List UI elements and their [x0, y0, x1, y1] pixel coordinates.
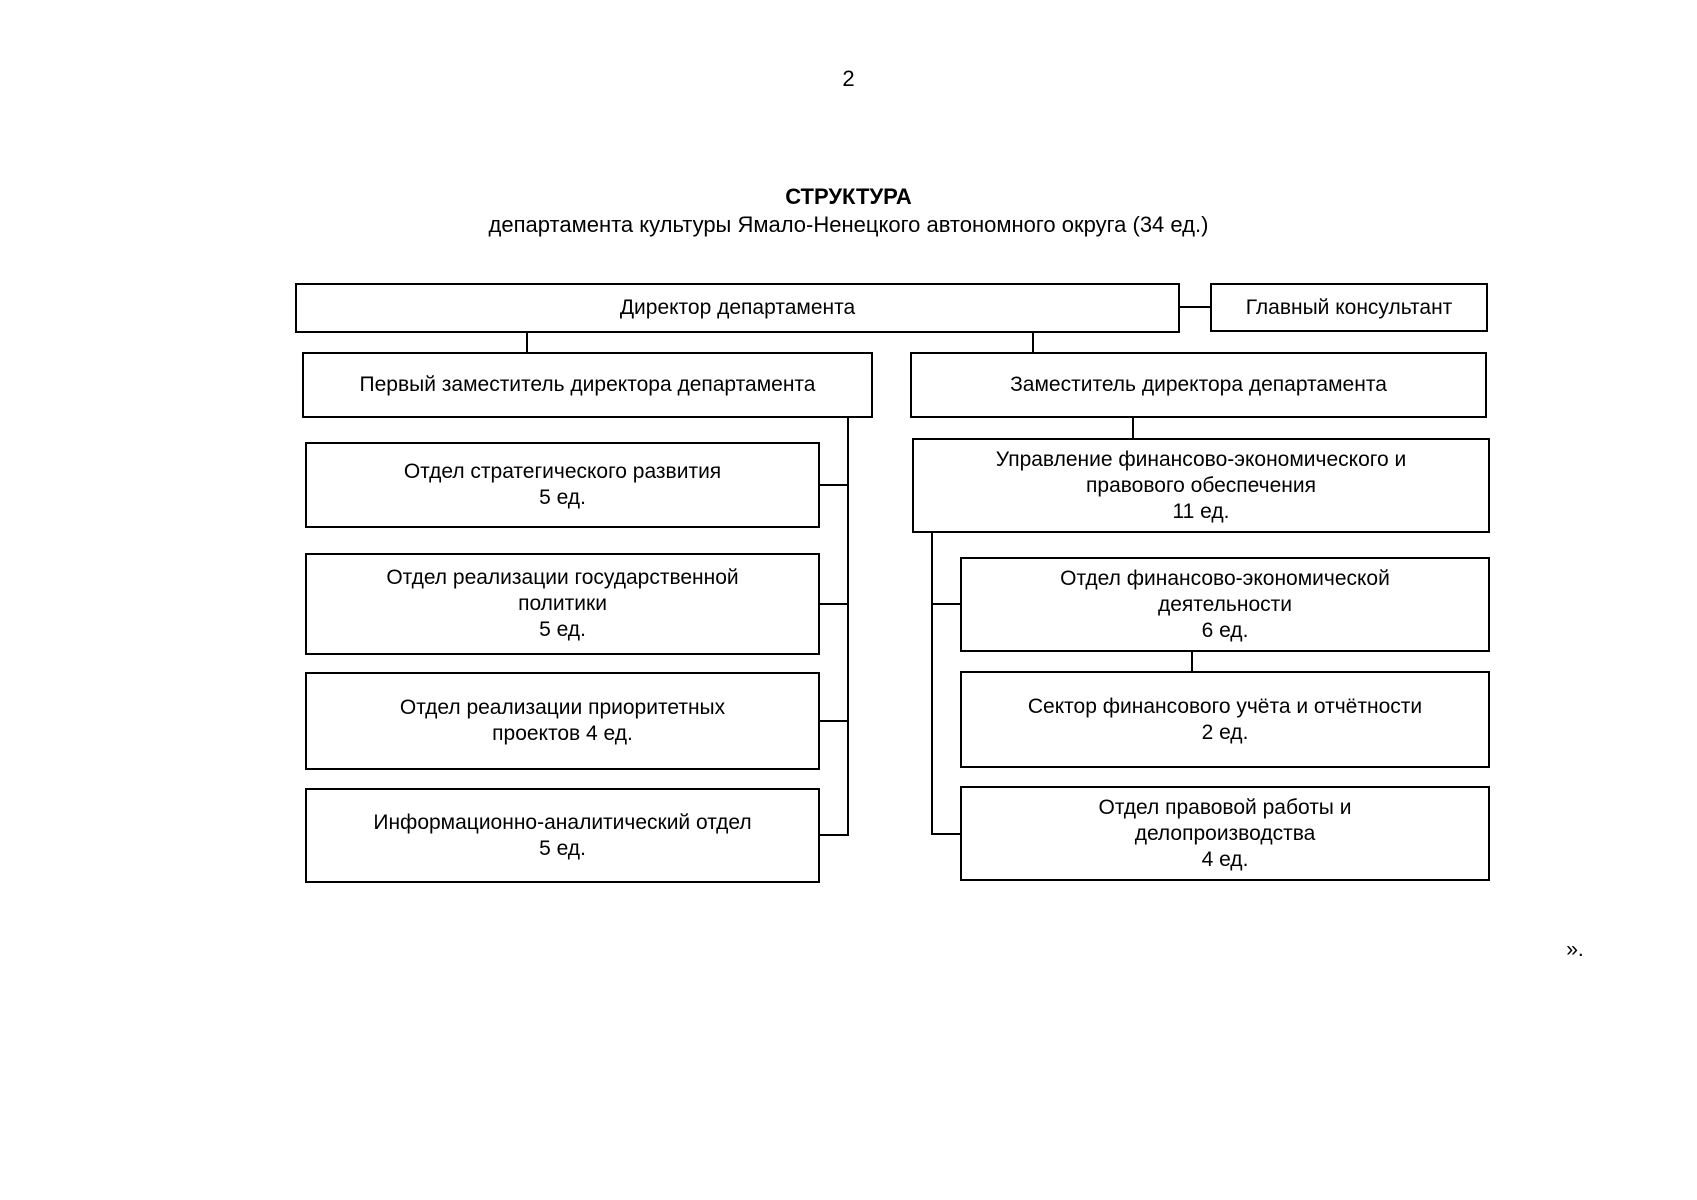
connector-stub-priority-projects: [820, 720, 847, 722]
org-box-director-label: Директор департамента: [619, 296, 856, 319]
connector-stub-legal-records-dept: [931, 833, 960, 835]
org-box-first-deputy: Первый заместитель директора департамент…: [302, 352, 873, 418]
org-box-finance-accounting-sector-label: Сектор финансового учёта и отчётности 2 …: [1027, 694, 1423, 744]
org-box-deputy-label: Заместитель директора департамента: [1010, 373, 1387, 396]
chart-title: СТРУКТУРА: [785, 184, 912, 209]
connector-finance-dept-accounting-sector: [1191, 652, 1193, 671]
org-box-state-policy-label: Отдел реализации государственной политик…: [386, 566, 739, 641]
org-box-finance-legal-directorate-label: Управление финансово-экономического и пр…: [995, 447, 1407, 523]
org-box-director: Директор департамента: [295, 283, 1180, 333]
org-box-strategic-development-label: Отдел стратегического развития 5 ед.: [403, 460, 722, 509]
org-box-information-analytics: Информационно-аналитический отдел 5 ед.: [305, 788, 820, 883]
connector-director-consultant: [1180, 306, 1210, 308]
chart-title-block: СТРУКТУРА департамента культуры Ямало-Не…: [0, 183, 1697, 239]
page-number: 2: [842, 66, 855, 91]
org-box-finance-legal-directorate: Управление финансово-экономического и пр…: [912, 438, 1490, 533]
connector-trunk-right-branch: [931, 533, 933, 835]
connector-stub-state-policy: [820, 603, 847, 605]
org-box-strategic-development: Отдел стратегического развития 5 ед.: [305, 442, 820, 528]
closing-quote-mark: ».: [1566, 938, 1584, 961]
org-box-legal-records-dept: Отдел правовой работы и делопроизводства…: [960, 786, 1490, 881]
org-box-priority-projects-label: Отдел реализации приоритетных проектов 4…: [399, 696, 726, 745]
connector-trunk-left-branch: [847, 418, 849, 836]
org-box-finance-economic-dept-label: Отдел финансово-экономической деятельнос…: [1060, 566, 1390, 642]
org-box-state-policy: Отдел реализации государственной политик…: [305, 553, 820, 655]
org-box-legal-records-dept-label: Отдел правовой работы и делопроизводства…: [1098, 795, 1352, 871]
connector-stub-finance-economic-dept: [931, 603, 960, 605]
org-box-chief-consultant: Главный консультант: [1210, 283, 1488, 332]
connector-deputy-directorate: [1132, 418, 1134, 438]
org-box-first-deputy-label: Первый заместитель директора департамент…: [359, 373, 816, 396]
org-box-information-analytics-label: Информационно-аналитический отдел 5 ед.: [373, 810, 752, 860]
connector-director-deputy: [1032, 333, 1034, 352]
org-box-chief-consultant-label: Главный консультант: [1245, 295, 1453, 319]
org-box-finance-accounting-sector: Сектор финансового учёта и отчётности 2 …: [960, 671, 1490, 768]
org-box-priority-projects: Отдел реализации приоритетных проектов 4…: [305, 672, 820, 770]
org-box-deputy: Заместитель директора департамента: [910, 352, 1487, 418]
chart-subtitle: департамента культуры Ямало-Ненецкого ав…: [488, 212, 1209, 237]
connector-stub-information-analytics: [820, 834, 847, 836]
connector-stub-strategic-development: [820, 484, 847, 486]
org-box-finance-economic-dept: Отдел финансово-экономической деятельнос…: [960, 557, 1490, 652]
connector-director-first-deputy: [526, 333, 528, 352]
